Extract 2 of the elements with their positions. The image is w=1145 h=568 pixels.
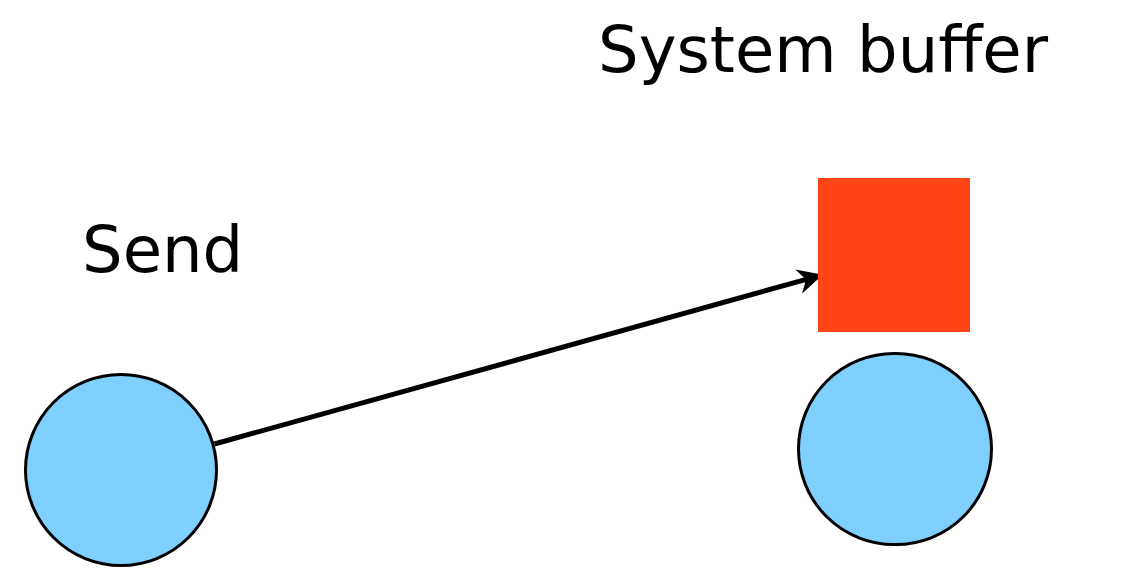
square-node xyxy=(818,178,970,332)
text-label: Send xyxy=(82,218,244,282)
